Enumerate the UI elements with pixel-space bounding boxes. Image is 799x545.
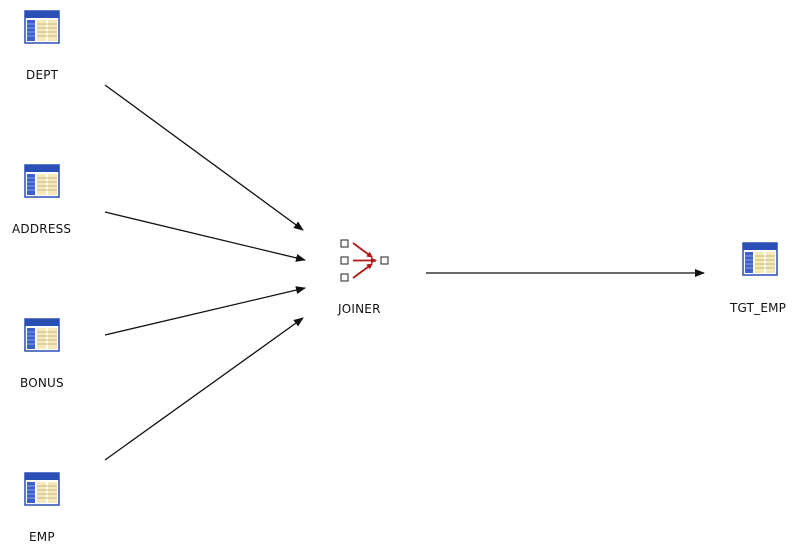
joiner-icon[interactable] [340, 239, 389, 282]
table-icon[interactable] [742, 242, 778, 276]
source-label-address: ADDRESS [12, 222, 72, 236]
link-dept-to-joiner[interactable] [104, 84, 304, 231]
source-label-bonus: BONUS [20, 376, 64, 390]
link-address-to-joiner[interactable] [104, 211, 306, 262]
source-label-emp: EMP [29, 530, 55, 544]
link-bonus-to-joiner[interactable] [104, 286, 306, 336]
table-icon[interactable] [24, 472, 60, 506]
table-icon[interactable] [24, 318, 60, 352]
link-emp-to-joiner[interactable] [104, 317, 304, 461]
table-icon[interactable] [24, 164, 60, 198]
target-label-tgt-emp: TGT_EMP [730, 301, 787, 315]
source-label-dept: DEPT [26, 68, 59, 82]
table-icon[interactable] [24, 10, 60, 44]
joiner-label: JOINER [338, 302, 381, 316]
